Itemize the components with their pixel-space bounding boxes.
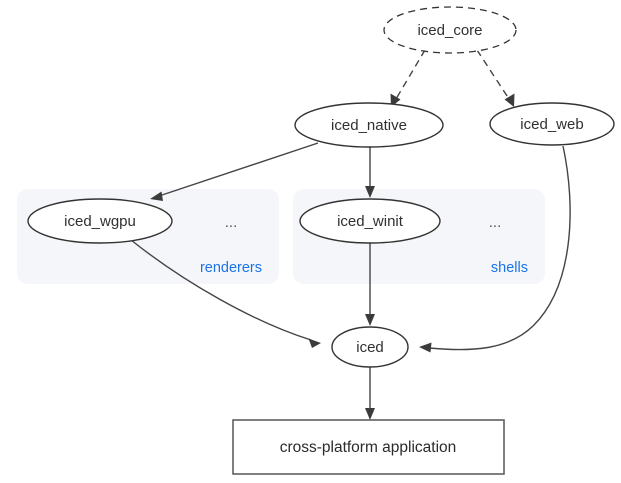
- edge-native-to-wgpu: [150, 142, 319, 201]
- node-iced-winit-shape[interactable]: [299, 198, 441, 244]
- cluster-renderers-ellipsis: ...: [225, 214, 238, 231]
- node-iced-core-label: iced_core: [417, 22, 482, 39]
- cluster-shells-label: shells: [491, 260, 528, 276]
- node-iced-core-shape[interactable]: [383, 6, 517, 54]
- node-iced-winit-label: iced_winit: [337, 213, 404, 230]
- edge-core-to-native: [390, 49, 426, 107]
- edge-winit-to-iced: [365, 243, 375, 326]
- edge-web-to-iced: [419, 145, 571, 353]
- node-iced-native-shape[interactable]: [294, 102, 444, 148]
- node-iced-native-label: iced_native: [331, 117, 407, 134]
- node-application-label: cross-platform application: [280, 439, 457, 456]
- node-iced-wgpu-shape[interactable]: [27, 198, 173, 244]
- edge-native-to-winit: [365, 147, 375, 198]
- node-iced-wgpu[interactable]: iced_wgpu: [27, 198, 173, 244]
- edge-iced-to-application: [365, 367, 375, 420]
- cluster-shells-ellipsis: ...: [489, 214, 502, 231]
- node-iced-wgpu-label: iced_wgpu: [64, 213, 136, 230]
- node-iced-web[interactable]: iced_web: [489, 102, 615, 146]
- node-application-shape[interactable]: [232, 419, 505, 475]
- node-iced-label: iced: [356, 339, 384, 356]
- edge-wgpu-to-iced: [130, 239, 321, 348]
- node-iced-winit[interactable]: iced_winit: [299, 198, 441, 244]
- node-iced-core[interactable]: iced_core: [383, 6, 517, 54]
- edge-core-to-web: [476, 49, 515, 107]
- node-iced-shape[interactable]: [331, 326, 409, 368]
- cluster-renderers-label: renderers: [200, 260, 262, 276]
- node-iced-native[interactable]: iced_native: [294, 102, 444, 148]
- node-iced-web-label: iced_web: [520, 116, 583, 133]
- node-iced[interactable]: iced: [331, 326, 409, 368]
- node-iced-web-shape[interactable]: [489, 102, 615, 146]
- node-cross-platform-application[interactable]: cross-platform application: [232, 419, 505, 475]
